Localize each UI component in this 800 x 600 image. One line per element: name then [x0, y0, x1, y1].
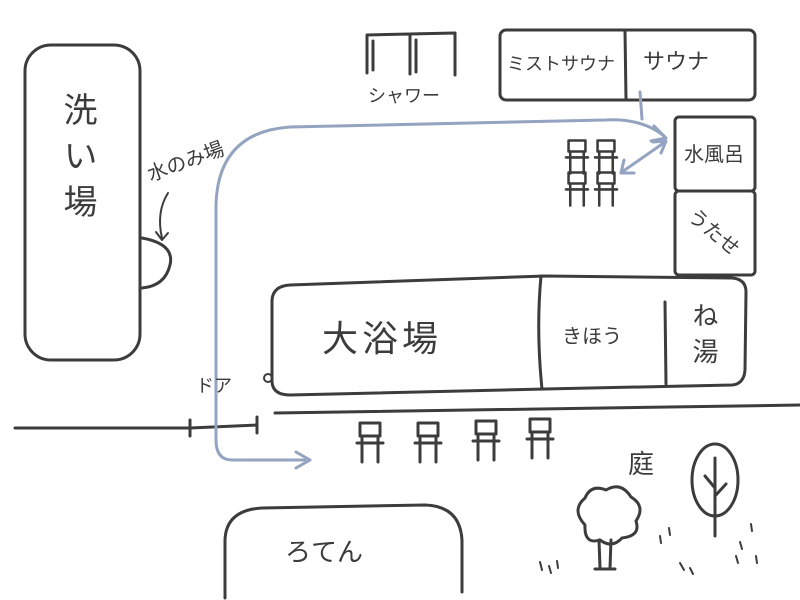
outdoor-bath-area	[223, 503, 464, 600]
door-label: ドア	[196, 376, 232, 397]
tree-icon	[690, 442, 740, 538]
chair-icon	[525, 417, 555, 460]
cold-bath-label: 水風呂	[684, 142, 744, 166]
bubble-bath-label: きほう	[562, 324, 622, 348]
drinking-fountain-shape	[140, 236, 173, 290]
arrow-icon	[649, 124, 668, 143]
lying-bath-label: ね湯	[688, 302, 718, 374]
washing-area-box	[23, 43, 142, 362]
shower-label: シャワー	[368, 86, 440, 107]
sauna-label: サウナ	[643, 50, 710, 75]
outdoor-bath-label: ろてん	[285, 538, 364, 568]
small-mark	[263, 373, 273, 383]
sauna-divider	[623, 29, 628, 101]
wall-right	[273, 403, 800, 415]
lying-bath-divider	[663, 300, 668, 386]
chair-icon	[593, 171, 619, 207]
arrow-icon	[294, 450, 312, 470]
chair-icon	[564, 171, 590, 207]
chair-icon	[593, 139, 619, 175]
drinking-fountain-pointer	[155, 192, 169, 241]
sauna-block	[498, 28, 757, 102]
chair-icon	[413, 421, 443, 464]
main-bath-label: 大浴場	[322, 319, 443, 360]
garden-label: 庭	[628, 450, 655, 480]
arrow-icon	[619, 139, 668, 175]
chair-icon	[564, 139, 590, 175]
tree-icon	[576, 485, 642, 571]
route-from-sauna	[638, 90, 644, 121]
bubble-bath-divider	[537, 274, 544, 391]
door-opening	[188, 415, 259, 438]
utase-box	[673, 189, 757, 277]
grass-marks	[539, 523, 758, 575]
mist-sauna-label: ミストサウナ	[507, 54, 615, 75]
shower-stalls	[365, 31, 457, 77]
route-path	[214, 118, 666, 462]
chair-icon	[355, 421, 385, 464]
main-bath-block	[270, 274, 748, 397]
washing-area-label: 洗い場	[57, 92, 97, 230]
chair-icon	[471, 419, 501, 462]
